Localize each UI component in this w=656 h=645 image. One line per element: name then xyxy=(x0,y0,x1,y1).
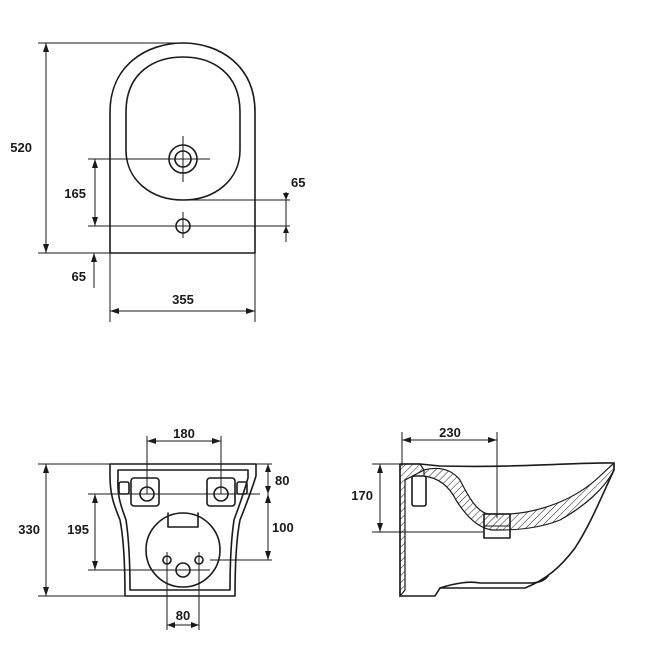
dim-length-label: 520 xyxy=(10,140,32,155)
dim-outlet-height-label: 170 xyxy=(351,488,373,503)
side-bowl-section xyxy=(423,461,615,531)
side-view: 230 170 xyxy=(351,425,615,598)
side-flange xyxy=(411,475,427,507)
dim-outlet-spacing: 80 xyxy=(167,608,199,628)
dim-height-label: 330 xyxy=(18,522,40,537)
inner-rim xyxy=(125,56,241,201)
dim-fixing-from-top-label: 80 xyxy=(275,473,289,488)
dim-fixing-spacing: 180 xyxy=(146,426,222,494)
dim-length: 520 xyxy=(10,42,183,254)
bowl-outline xyxy=(109,42,256,254)
dim-hole-to-fixing-label: 165 xyxy=(64,186,86,201)
dim-depth-to-outlet-label: 230 xyxy=(439,425,461,440)
fixing-hole xyxy=(88,212,290,238)
dim-width: 355 xyxy=(109,253,256,322)
outlet-circle xyxy=(145,512,221,588)
dim-fixing-spacing-label: 180 xyxy=(173,426,195,441)
dim-fixing-from-top: 80 xyxy=(256,463,289,494)
left-slot xyxy=(118,481,130,495)
dim-fixing-offset-bottom: 65 xyxy=(72,253,97,288)
back-inner-frame xyxy=(117,469,249,591)
outlet-notch xyxy=(167,512,199,528)
tap-hole xyxy=(88,136,210,182)
dim-outlet-spacing-label: 80 xyxy=(176,608,190,623)
top-view: 520 165 65 65 xyxy=(10,42,305,322)
side-base-detail xyxy=(439,575,549,589)
dim-width-label: 355 xyxy=(172,292,194,307)
dim-fixing-offset-right-label: 65 xyxy=(291,175,305,190)
dim-fixing-offset-right: 65 xyxy=(185,175,305,242)
dim-fixing-to-outlet-label: 195 xyxy=(67,522,89,537)
dim-hole-to-fixing: 165 xyxy=(64,159,98,226)
side-section-wall xyxy=(399,463,425,598)
dim-depth-to-outlet: 230 xyxy=(401,425,498,518)
dim-outlet-from-fixing: 100 xyxy=(210,494,294,561)
dim-outlet-height: 170 xyxy=(351,463,484,533)
dim-outlet-from-fixing-label: 100 xyxy=(272,520,294,535)
left-bracket xyxy=(130,477,160,507)
dim-fixing-offset-bottom-label: 65 xyxy=(72,269,86,284)
dim-height: 330 xyxy=(18,463,125,597)
back-body-outline xyxy=(109,463,257,597)
back-view: 180 80 100 330 xyxy=(18,426,294,630)
dim-fixing-to-outlet: 195 xyxy=(67,494,98,570)
